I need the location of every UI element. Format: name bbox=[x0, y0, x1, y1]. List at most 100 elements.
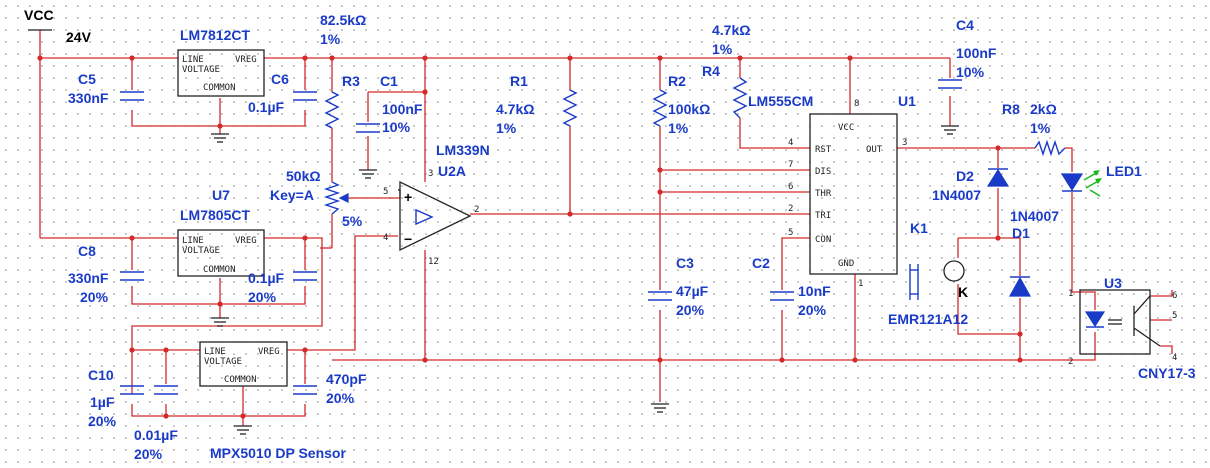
svg-text:LINE: LINE bbox=[204, 347, 226, 357]
svg-text:2: 2 bbox=[788, 204, 793, 214]
svg-text:VREG: VREG bbox=[258, 347, 280, 357]
svg-text:C5: C5 bbox=[78, 71, 96, 87]
svg-text:330nF: 330nF bbox=[68, 270, 109, 286]
svg-text:COMMON: COMMON bbox=[224, 375, 257, 385]
svg-text:U7: U7 bbox=[212, 187, 230, 203]
svg-text:5%: 5% bbox=[342, 213, 363, 229]
svg-text:1N4007: 1N4007 bbox=[932, 187, 981, 203]
svg-text:6: 6 bbox=[788, 182, 793, 192]
svg-text:LED1: LED1 bbox=[1106, 163, 1142, 179]
svg-text:0.01µF: 0.01µF bbox=[134, 427, 178, 443]
svg-text:10%: 10% bbox=[956, 64, 985, 80]
svg-text:0.1µF: 0.1µF bbox=[248, 270, 285, 286]
svg-text:R4: R4 bbox=[702, 63, 720, 79]
svg-text:20%: 20% bbox=[798, 302, 827, 318]
svg-text:8: 8 bbox=[854, 99, 859, 109]
svg-text:K1: K1 bbox=[910, 220, 928, 236]
svg-text:R3: R3 bbox=[342, 73, 360, 89]
svg-text:3: 3 bbox=[428, 169, 433, 179]
svg-text:20%: 20% bbox=[134, 446, 163, 462]
svg-text:CON: CON bbox=[815, 235, 831, 245]
svg-text:6: 6 bbox=[1172, 291, 1177, 301]
lm7812-part-label: LM7812CT bbox=[180, 27, 250, 43]
led-led1: LED1 bbox=[1060, 163, 1142, 197]
svg-text:VOLTAGE: VOLTAGE bbox=[182, 246, 220, 256]
wires bbox=[39, 30, 1173, 426]
svg-text:VCC: VCC bbox=[838, 123, 854, 133]
svg-text:+: + bbox=[404, 189, 412, 205]
svg-text:VREG: VREG bbox=[235, 55, 257, 65]
svg-text:RST: RST bbox=[815, 145, 832, 155]
svg-text:4: 4 bbox=[788, 138, 793, 148]
svg-text:R8: R8 bbox=[1002, 101, 1020, 117]
svg-text:LM339N: LM339N bbox=[436, 142, 490, 158]
vcc-source: VCC 24V bbox=[24, 7, 92, 45]
svg-text:C4: C4 bbox=[956, 17, 974, 33]
svg-text:1%: 1% bbox=[1030, 120, 1051, 136]
svg-text:GND: GND bbox=[838, 259, 854, 269]
svg-text:100nF: 100nF bbox=[956, 45, 997, 61]
resistor-r8: R8 2kΩ 1% bbox=[1002, 101, 1066, 157]
svg-text:R2: R2 bbox=[668, 73, 686, 89]
svg-text:2kΩ: 2kΩ bbox=[1030, 101, 1057, 117]
relay-k1: K1 K EMR121A12 bbox=[888, 220, 968, 327]
svg-text:20%: 20% bbox=[88, 413, 117, 429]
svg-text:VREG: VREG bbox=[235, 236, 257, 246]
svg-text:OUT: OUT bbox=[866, 145, 883, 155]
svg-text:CNY17-3: CNY17-3 bbox=[1138, 365, 1196, 381]
svg-text:VOLTAGE: VOLTAGE bbox=[182, 65, 220, 75]
svg-text:−: − bbox=[404, 231, 412, 247]
capacitor-c5: C5 330nF bbox=[68, 71, 144, 106]
svg-text:LM7805CT: LM7805CT bbox=[180, 207, 250, 223]
svg-text:5: 5 bbox=[788, 228, 793, 238]
ground-symbol bbox=[234, 425, 252, 435]
svg-text:MPX5010 DP Sensor: MPX5010 DP Sensor bbox=[210, 445, 346, 461]
svg-text:LINE: LINE bbox=[182, 236, 204, 246]
svg-text:C8: C8 bbox=[78, 243, 96, 259]
svg-text:2: 2 bbox=[1068, 357, 1073, 367]
svg-text:7: 7 bbox=[788, 160, 793, 170]
resistor-r1: R1 4.7kΩ 1% bbox=[496, 73, 578, 136]
svg-text:C3: C3 bbox=[676, 255, 694, 271]
svg-text:1: 1 bbox=[1068, 289, 1073, 299]
svg-text:LM555CM: LM555CM bbox=[748, 93, 813, 109]
regulator-lm7812: LINE VOLTAGE VREG COMMON LM7812CT bbox=[177, 27, 265, 97]
svg-text:R1: R1 bbox=[510, 73, 528, 89]
svg-text:100kΩ: 100kΩ bbox=[668, 101, 710, 117]
svg-text:TRI: TRI bbox=[815, 211, 831, 221]
svg-text:3: 3 bbox=[902, 138, 907, 148]
capacitor-c7: 0.1µF 20% bbox=[248, 270, 317, 305]
potentiometer: 50kΩ Key=A 5% bbox=[270, 168, 363, 229]
svg-text:D2: D2 bbox=[956, 168, 974, 184]
svg-text:5: 5 bbox=[1172, 311, 1177, 321]
svg-text:470pF: 470pF bbox=[326, 371, 367, 387]
svg-text:50kΩ: 50kΩ bbox=[286, 168, 321, 184]
svg-text:EMR121A12: EMR121A12 bbox=[888, 311, 968, 327]
svg-text:THR: THR bbox=[815, 189, 832, 199]
capacitor-c2: C2 10nF 20% bbox=[752, 255, 831, 318]
diode-d1: 1N4007 D1 bbox=[1008, 208, 1059, 297]
svg-text:D1: D1 bbox=[1012, 225, 1030, 241]
svg-text:12: 12 bbox=[428, 257, 439, 267]
svg-text:47µF: 47µF bbox=[676, 283, 709, 299]
junction-nodes bbox=[37, 55, 1023, 419]
capacitor-c1: C1 100nF 10% bbox=[356, 73, 423, 179]
svg-text:5: 5 bbox=[383, 187, 388, 197]
svg-text:COMMON: COMMON bbox=[203, 83, 236, 93]
svg-text:4: 4 bbox=[1172, 353, 1177, 363]
svg-text:2: 2 bbox=[474, 205, 479, 215]
svg-text:K: K bbox=[958, 284, 968, 300]
regulator-u7-lm7805: LINE VOLTAGE VREG COMMON U7 LM7805CT bbox=[177, 187, 265, 277]
svg-text:C10: C10 bbox=[88, 367, 114, 383]
svg-text:20%: 20% bbox=[326, 390, 355, 406]
capacitor-c6: C6 0.1µF bbox=[248, 71, 317, 115]
svg-text:U2A: U2A bbox=[438, 163, 466, 179]
capacitor-c12: 470pF 20% bbox=[293, 371, 367, 406]
svg-text:20%: 20% bbox=[80, 289, 109, 305]
svg-text:20%: 20% bbox=[676, 302, 705, 318]
resistor-r3: 82.5kΩ 1% R3 bbox=[320, 12, 366, 129]
svg-text:330nF: 330nF bbox=[68, 90, 109, 106]
svg-text:VOLTAGE: VOLTAGE bbox=[204, 357, 242, 367]
svg-text:U1: U1 bbox=[898, 93, 916, 109]
